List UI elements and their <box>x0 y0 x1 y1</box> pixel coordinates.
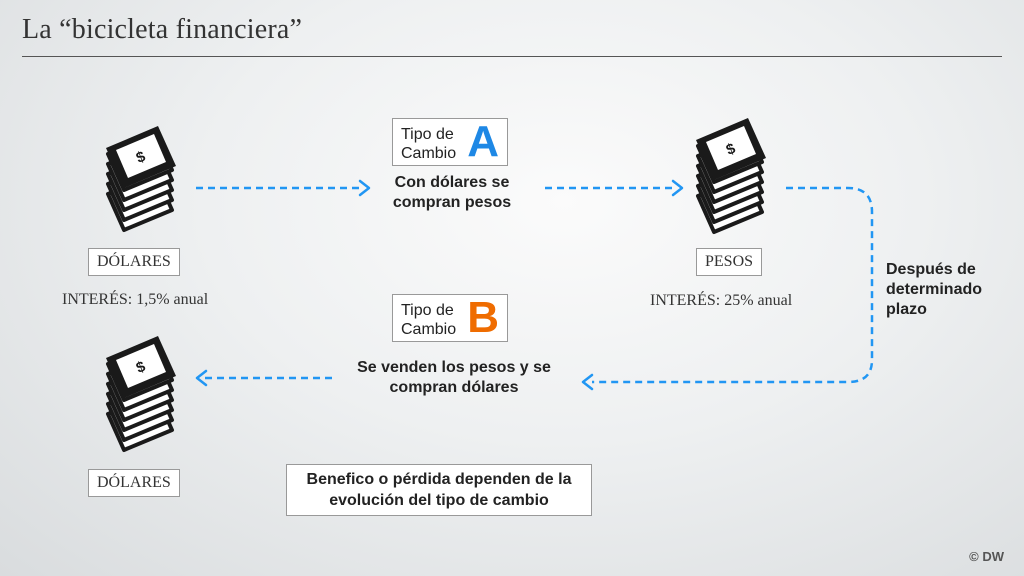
arrowhead-4 <box>195 369 208 387</box>
arrowhead-3 <box>581 373 594 391</box>
dollars-interest: INTERÉS: 1,5% anual <box>62 291 209 308</box>
exchange-rate-a-label: Tipo de Cambio <box>401 126 457 162</box>
pesos-interest: INTERÉS: 25% anual <box>650 292 793 309</box>
dollars-label-bottom: DÓLARES <box>88 469 180 497</box>
exchange-a-description: Con dólares se compran pesos <box>392 174 512 211</box>
exchange-rate-b-letter: B <box>467 293 499 342</box>
exchange-rate-a-letter: A <box>467 117 499 166</box>
pesos-label: PESOS <box>696 248 763 276</box>
title-divider <box>22 56 1002 57</box>
dollar-bills-stack-icon-bottom: $ <box>106 336 176 452</box>
exchange-rate-b-label: Tipo de Cambio <box>401 302 457 338</box>
result-note: Benefico o pérdida dependen de la evoluc… <box>286 464 592 516</box>
arrow-pesos-loop <box>592 186 874 384</box>
source-credit: © DW <box>969 549 1004 564</box>
peso-bills-stack-icon: $ <box>696 118 766 234</box>
arrowhead-2 <box>671 179 684 197</box>
exchange-rate-a-box: Tipo de Cambio A <box>392 117 508 166</box>
arrowhead-1 <box>358 179 371 197</box>
exchange-b-description: Se venden los pesos y se compran dólares <box>357 359 551 396</box>
dollar-bills-stack-icon: $ <box>106 126 176 232</box>
exchange-rate-b-box: Tipo de Cambio B <box>392 293 508 342</box>
page-title: La “bicicleta financiera” <box>22 14 303 45</box>
dollars-label: DÓLARES <box>88 248 180 276</box>
time-period-note: Después de determinado plazo <box>886 261 983 318</box>
